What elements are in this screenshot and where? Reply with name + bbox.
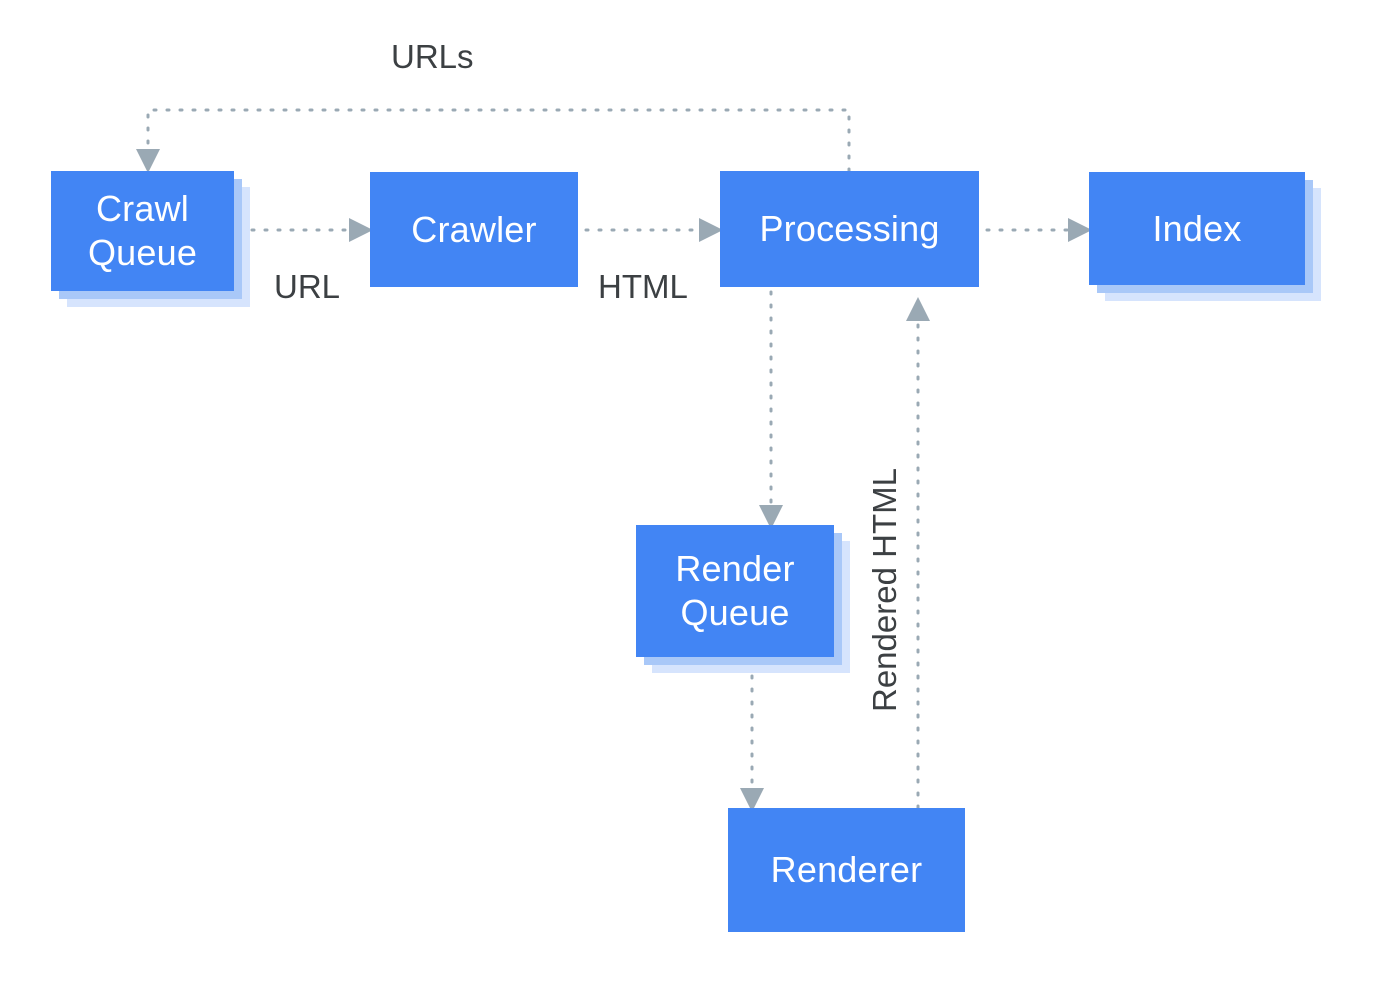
edge-label-urls: URLs [391,38,474,75]
node-label-render-queue: Render Queue [675,548,795,633]
node-label-index: Index [1152,207,1242,249]
edge-processing-to-crawl-queue [136,108,851,173]
node-index[interactable]: Index [1089,172,1321,301]
node-label-crawl-queue: Crawl Queue [87,188,198,273]
node-render-queue[interactable]: Render Queue [636,525,850,673]
edge-label-html: HTML [598,268,688,305]
node-label-renderer: Renderer [770,849,923,891]
node-label-crawler: Crawler [411,208,537,250]
node-crawl-queue[interactable]: Crawl Queue [51,171,250,307]
node-face: Render Queue [636,525,834,657]
node-label-processing: Processing [759,208,940,250]
node-face: Crawler [370,172,578,287]
node-renderer[interactable]: Renderer [728,808,965,932]
node-face: Processing [720,171,979,287]
edge-label-url: URL [274,268,341,305]
node-face: Index [1089,172,1305,285]
node-face: Crawl Queue [51,171,234,291]
edge-label-rendered-html: Rendered HTML [866,468,903,712]
node-face: Renderer [728,808,965,932]
node-processing[interactable]: Processing [720,171,979,287]
node-crawler[interactable]: Crawler [370,172,578,287]
